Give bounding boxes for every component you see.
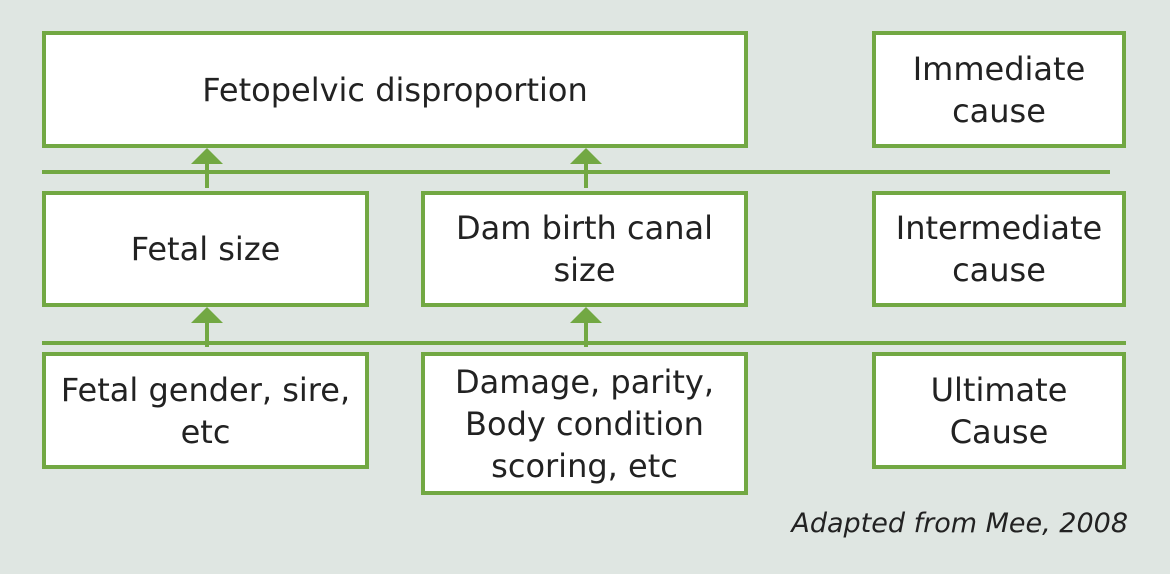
dam-birth-canal-size-box: Dam birth canal size xyxy=(421,191,748,307)
intermediate-cause-label-box: Intermediate cause xyxy=(872,191,1126,307)
fetopelvic-disproportion-box: Fetopelvic disproportion xyxy=(42,31,748,148)
damage-parity-body-condition-box: Damage, parity, Body condition scoring, … xyxy=(421,352,748,495)
immediate-cause-label-box: Immediate cause xyxy=(872,31,1126,148)
fetal-gender-sire-box: Fetal gender, sire, etc xyxy=(42,352,369,469)
ultimate-cause-label-box: Ultimate Cause xyxy=(872,352,1126,469)
fetal-size-box: Fetal size xyxy=(42,191,369,307)
separator-line-immediate xyxy=(42,170,1110,174)
separator-line-intermediate xyxy=(42,341,1126,345)
source-caption: Adapted from Mee, 2008 xyxy=(791,508,1128,539)
